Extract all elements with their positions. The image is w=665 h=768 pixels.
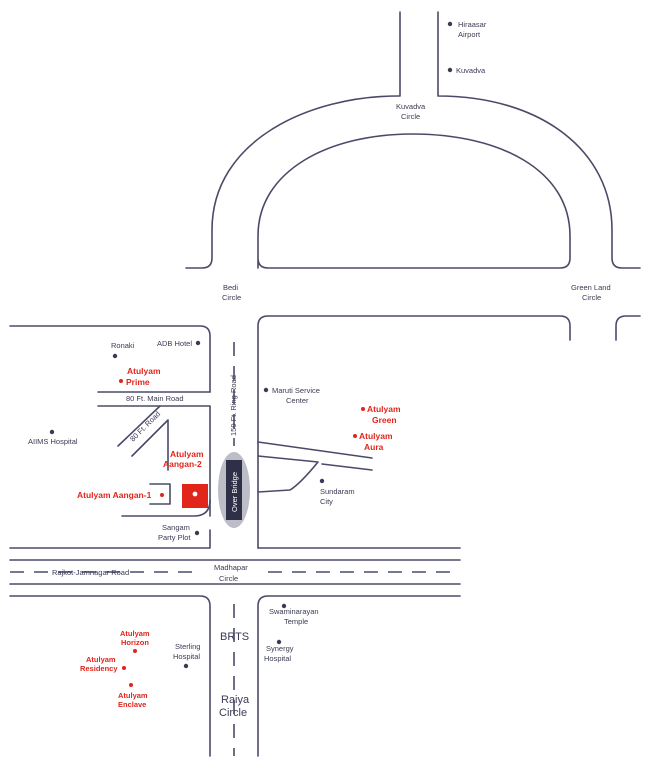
ronaki-label: Ronaki <box>111 341 135 350</box>
aiims-dot <box>49 429 55 435</box>
kuvadva-label: Kuvadva <box>456 66 486 75</box>
sangam-label-2: Party Plot <box>158 533 191 542</box>
aangan-block <box>149 483 171 505</box>
residency-label-1: Atulyam <box>86 655 116 664</box>
north-block-right <box>257 315 571 549</box>
adb-hotel-label: ADB Hotel <box>157 339 192 348</box>
kuvadva-circle-label-2: Circle <box>401 112 420 121</box>
green-land-circle-label-1: Green Land <box>571 283 611 292</box>
right-diagonal-road <box>257 441 373 493</box>
horizon-label-1: Atulyam <box>120 629 150 638</box>
green-dot <box>361 407 365 411</box>
bedi-circle-label-2: Circle <box>222 293 241 302</box>
prime-label-1: Atulyam <box>127 366 161 376</box>
green-land-circle-label-2: Circle <box>582 293 601 302</box>
madhapar-label-2: Circle <box>219 574 238 583</box>
aangan1-site-dot <box>192 491 198 497</box>
enclave-label-1: Atulyam <box>118 691 148 700</box>
prime-label-2: Prime <box>126 377 150 387</box>
green-label-2: Green <box>372 415 397 425</box>
residency-label-2: Residency <box>80 664 118 673</box>
kuvadva-dot <box>447 67 453 73</box>
hiraasar-airport-label-2: Airport <box>458 30 481 39</box>
swaminarayan-label-2: Temple <box>284 617 308 626</box>
green-label-1: Atulyam <box>367 404 401 414</box>
synergy-dot <box>276 639 282 645</box>
maruti-label-1: Maruti Service <box>272 386 320 395</box>
aura-label-2: Aura <box>364 442 384 452</box>
outer-arc-road-right <box>437 11 641 269</box>
raiya-circle-label-1: Raiya <box>221 694 250 706</box>
over-bridge-label: Over Bridge <box>230 472 239 512</box>
aangan1-dot <box>160 493 164 497</box>
ring-road-label: 150 Ft. Ring Road <box>229 375 238 436</box>
sangam-dot <box>194 530 200 536</box>
sundaram-dot <box>319 478 325 484</box>
road-80ft-diagonal <box>117 405 169 471</box>
bedi-circle-label-1: Bedi <box>223 283 238 292</box>
ronaki-dot <box>112 353 118 359</box>
residency-dot <box>122 666 126 670</box>
over-bridge: Over Bridge <box>218 452 250 528</box>
raiya-circle-label-2: Circle <box>219 707 247 719</box>
road-network <box>9 11 641 757</box>
aiims-label: AIIMS Hospital <box>28 437 78 446</box>
main-road-80ft-lines <box>97 391 211 517</box>
enclave-label-2: Enclave <box>118 700 146 709</box>
prime-dot <box>119 379 123 383</box>
madhapar-label-1: Madhapar <box>214 563 248 572</box>
south-block-left <box>9 595 211 757</box>
kuvadva-circle-label-1: Kuvadva <box>396 102 426 111</box>
synergy-label-2: Hospital <box>264 654 291 663</box>
horizon-label-2: Horizon <box>121 638 149 647</box>
north-block-left <box>9 325 211 393</box>
south-block-right <box>257 595 461 757</box>
sterling-label-1: Sterling <box>175 642 200 651</box>
road-80ft-label: 80 Ft. Road <box>128 409 162 443</box>
maruti-dot <box>263 387 269 393</box>
aangan1-label: Atulyam Aangan-1 <box>77 490 152 500</box>
inner-arc-road <box>257 133 571 269</box>
aangan2-label-1: Atulyam <box>170 449 204 459</box>
sangam-label-1: Sangam <box>162 523 190 532</box>
green-land-stub <box>615 315 641 341</box>
left-block-inner <box>9 499 211 549</box>
horizon-dot <box>133 649 137 653</box>
sterling-label-2: Hospital <box>173 652 200 661</box>
aura-label-1: Atulyam <box>359 431 393 441</box>
adb-hotel-dot <box>195 340 201 346</box>
rajkot-jamnagar-road-label: Rajkot-Jamnagar Road <box>52 568 129 577</box>
brts-label: BRTS <box>220 631 249 643</box>
enclave-dot <box>129 683 133 687</box>
sundaram-label-1: Sundaram <box>320 487 355 496</box>
swaminarayan-dot <box>281 603 287 609</box>
sterling-dot <box>183 663 189 669</box>
swaminarayan-label-1: Swaminarayan <box>269 607 319 616</box>
hiraasar-airport-label-1: Hiraasar <box>458 20 487 29</box>
synergy-label-1: Synergy <box>266 644 294 653</box>
sundaram-label-2: City <box>320 497 333 506</box>
aangan2-label-2: Aangan-2 <box>163 459 202 469</box>
outer-arc-road <box>185 11 401 269</box>
hiraasar-airport-dot <box>447 21 453 27</box>
maruti-label-2: Center <box>286 396 309 405</box>
main-road-80ft-label: 80 Ft. Main Road <box>126 394 184 403</box>
aura-dot <box>353 434 357 438</box>
